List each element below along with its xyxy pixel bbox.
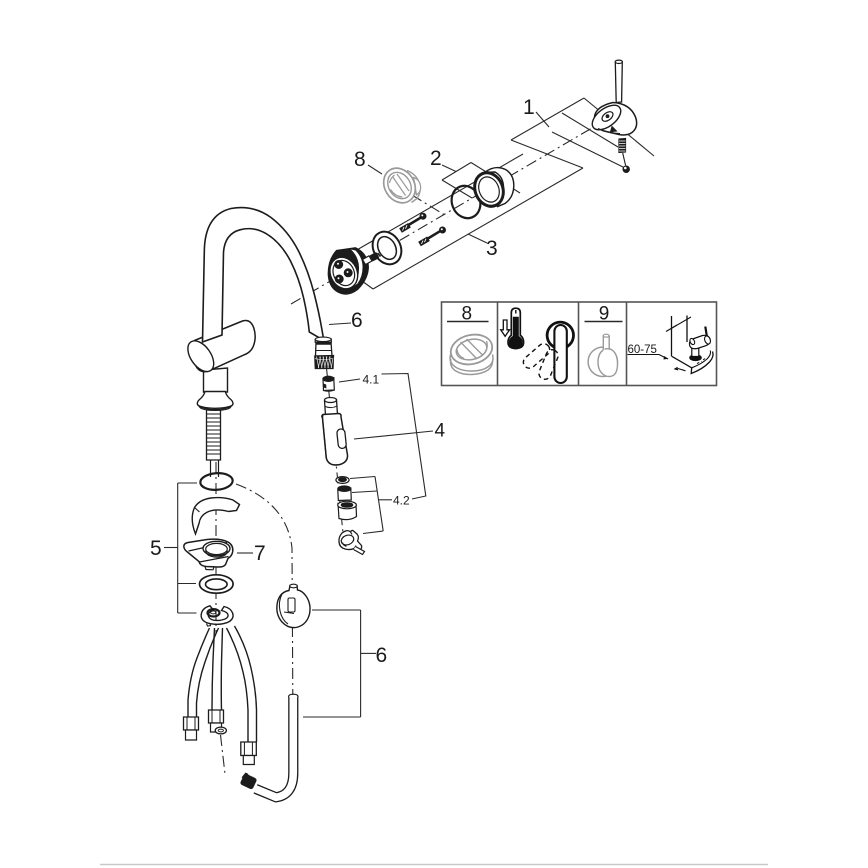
svg-text:6: 6 — [351, 309, 363, 332]
svg-text:9: 9 — [599, 304, 610, 325]
svg-text:5: 5 — [150, 537, 162, 560]
svg-text:7: 7 — [254, 542, 266, 565]
svg-text:3: 3 — [486, 237, 498, 260]
svg-text:2: 2 — [430, 147, 442, 170]
svg-text:8: 8 — [354, 148, 366, 171]
svg-text:8: 8 — [462, 304, 473, 325]
svg-text:4: 4 — [435, 421, 446, 442]
svg-text:4.1: 4.1 — [363, 373, 380, 387]
svg-text:60-75: 60-75 — [628, 344, 657, 356]
svg-text:4.2: 4.2 — [393, 494, 410, 508]
svg-text:1: 1 — [523, 96, 535, 119]
svg-text:6: 6 — [376, 644, 388, 667]
